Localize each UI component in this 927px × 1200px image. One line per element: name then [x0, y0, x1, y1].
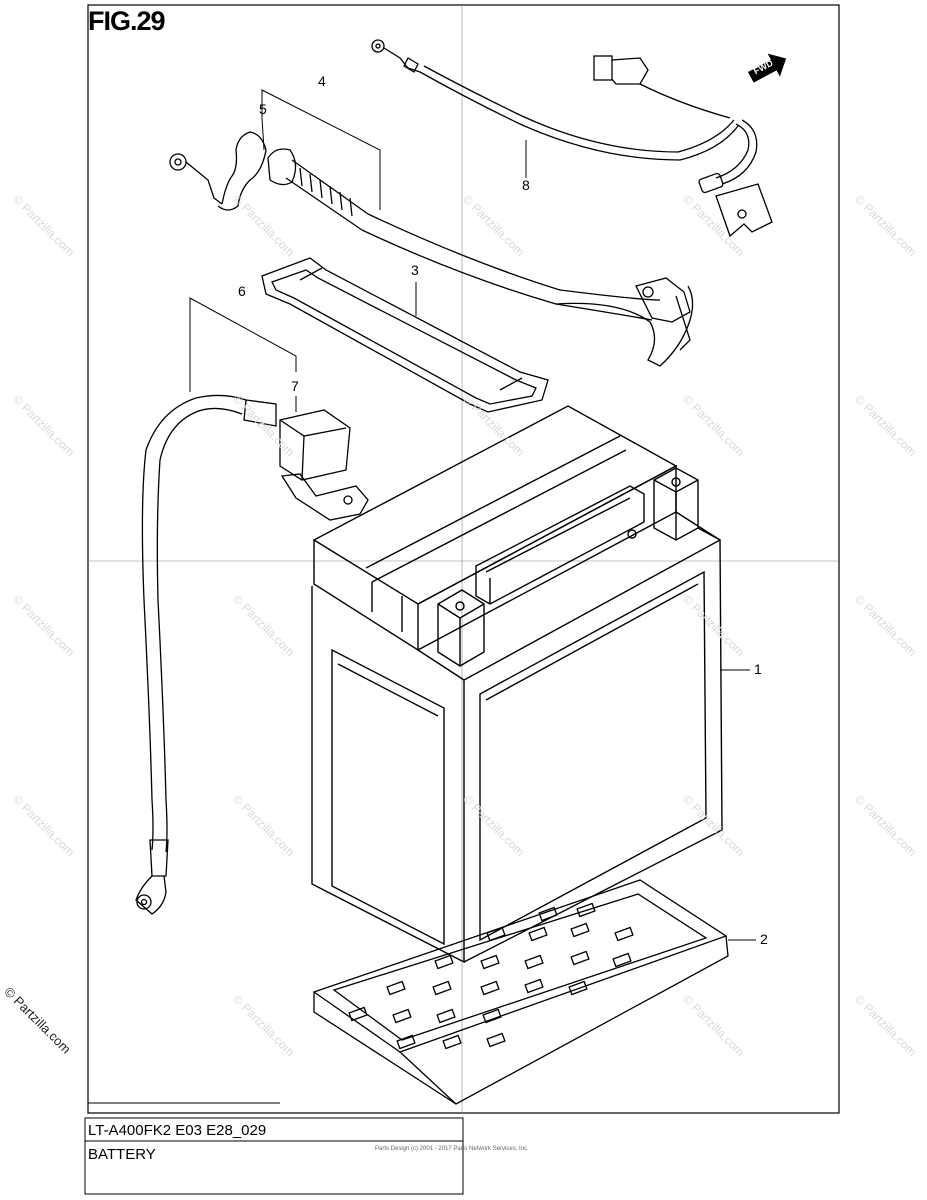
- part-8-harness: [371, 39, 773, 238]
- part-1-battery: [311, 405, 723, 964]
- part-2-battery-tray: [312, 879, 729, 1105]
- callout-8: 8: [522, 177, 530, 193]
- tray-slots: [348, 902, 634, 1050]
- callout-7: 7: [291, 378, 299, 394]
- leader-lines: [189, 89, 756, 941]
- part-6-negative-lead: [135, 394, 369, 915]
- section-name: BATTERY: [88, 1146, 156, 1163]
- callout-5: 5: [259, 101, 267, 117]
- callout-6: 6: [238, 283, 246, 299]
- figure-title: FIG.29: [88, 6, 166, 36]
- part-4-positive-lead: [169, 131, 694, 367]
- callout-3: 3: [411, 262, 419, 278]
- callout-1: 1: [754, 661, 762, 677]
- diagram-frame: [87, 4, 840, 1114]
- part-3-holder-band: [261, 257, 549, 413]
- callout-2: 2: [760, 931, 768, 947]
- title-block: [84, 1117, 464, 1195]
- copyright-fine-print: Parts Design (c) 2001 - 2017 Parts Netwo…: [375, 1146, 529, 1152]
- callout-4: 4: [318, 73, 326, 89]
- fwd-arrow-icon: [748, 53, 787, 83]
- model-code: LT-A400FK2 E03 E28_029: [88, 1122, 267, 1139]
